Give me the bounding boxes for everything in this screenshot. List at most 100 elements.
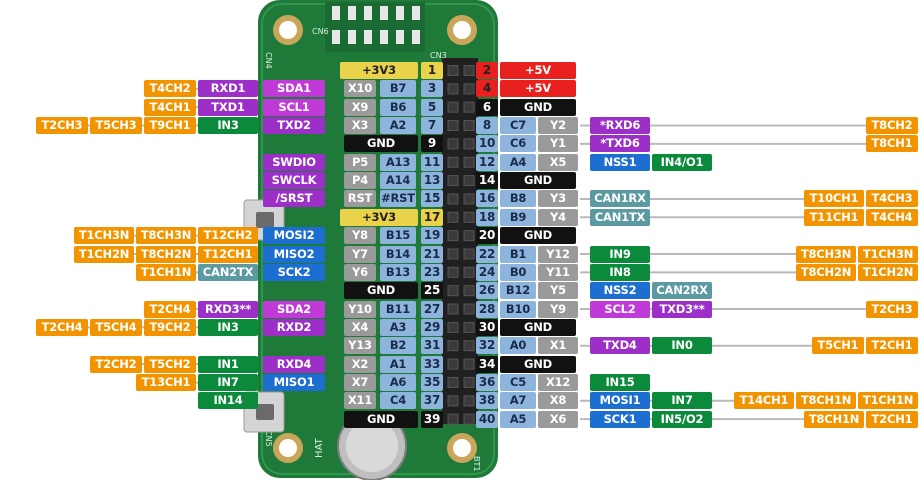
onboard-label: B15 (380, 227, 416, 245)
header-pin (463, 65, 475, 76)
function-label: T8CH2 (866, 117, 918, 135)
function-label: T8CH3N (136, 227, 196, 245)
onboard-label: A7 (500, 392, 536, 410)
coin-cell-icon (337, 411, 407, 480)
header-pin (463, 83, 475, 95)
pin-number-7: 7 (421, 117, 443, 135)
header-pin (463, 376, 475, 388)
onboard-label: X5 (538, 153, 578, 171)
pin-number-9: 9 (421, 135, 443, 153)
onboard-label: A6 (380, 373, 416, 391)
onboard-label: X12 (538, 373, 578, 391)
header-pin (463, 101, 475, 113)
onboard-label: Y3 (538, 190, 578, 208)
onboard-label: X6 (538, 410, 578, 428)
onboard-label: GND (500, 318, 576, 336)
onboard-label: X9 (344, 98, 376, 116)
silkscreen-cn3: CN3 (430, 51, 447, 60)
header-pin (463, 156, 475, 168)
header-pin (447, 303, 459, 315)
onboard-label: B11 (380, 300, 416, 318)
header-pin (447, 248, 459, 260)
header-pin (447, 120, 459, 132)
header-pin (463, 193, 475, 205)
header-pin (463, 230, 475, 242)
pin-number-18: 18 (476, 208, 498, 226)
onboard-label: GND (500, 98, 576, 116)
onboard-label: Y9 (538, 300, 578, 318)
onboard-label: /SRST (263, 190, 325, 208)
pin-number-35: 35 (421, 373, 443, 391)
function-label: T8CH2N (136, 245, 196, 263)
function-label: CAN1RX (590, 190, 650, 208)
function-label: T11CH1 (804, 208, 864, 226)
pin-number-25: 25 (421, 282, 443, 300)
pin-number-33: 33 (421, 355, 443, 373)
onboard-label: B2 (380, 337, 416, 355)
function-label: IN3 (198, 117, 258, 135)
onboard-label: Y1 (538, 135, 578, 153)
onboard-label: #RST (380, 190, 416, 208)
function-label: T8CH1N (804, 410, 864, 428)
onboard-label: B8 (500, 190, 536, 208)
function-label: T4CH1 (144, 98, 196, 116)
function-label: T4CH3 (866, 190, 918, 208)
onboard-label: Y11 (538, 263, 578, 281)
onboard-label: Y8 (344, 227, 376, 245)
onboard-label: X7 (344, 373, 376, 391)
pin-number-19: 19 (421, 227, 443, 245)
pin-number-30: 30 (476, 318, 498, 336)
function-label: T8CH1N (796, 392, 856, 410)
function-label: T2CH3 (36, 117, 88, 135)
header-pin (447, 175, 459, 187)
header-pin (447, 376, 459, 388)
onboard-label: +3V3 (340, 208, 418, 226)
pin-number-21: 21 (421, 245, 443, 263)
header-pin (463, 138, 475, 150)
onboard-label: Y13 (344, 337, 376, 355)
onboard-label: SWDIO (263, 153, 325, 171)
pin-number-13: 13 (421, 172, 443, 190)
silkscreen-cn6: CN6 (312, 27, 329, 36)
function-label: TXD3** (652, 300, 712, 318)
function-label: IN9 (590, 245, 650, 263)
onboard-label: X1 (538, 337, 578, 355)
onboard-label: SWCLK (263, 172, 325, 190)
function-label: SCK1 (590, 410, 650, 428)
onboard-label: RXD2 (263, 318, 325, 336)
header-pin (447, 230, 459, 242)
onboard-label: B13 (380, 263, 416, 281)
onboard-label: GND (344, 135, 418, 153)
onboard-label: B12 (500, 282, 536, 300)
pin-number-15: 15 (421, 190, 443, 208)
function-label: T8CH2N (796, 263, 856, 281)
onboard-label: X4 (344, 318, 376, 336)
onboard-label: P5 (344, 153, 376, 171)
onboard-label: A13 (380, 153, 416, 171)
pin-number-8: 8 (476, 117, 498, 135)
onboard-label: B6 (380, 98, 416, 116)
pin-number-32: 32 (476, 337, 498, 355)
pin-number-38: 38 (476, 392, 498, 410)
pin-number-1: 1 (421, 62, 443, 79)
pin-number-2: 2 (476, 62, 498, 79)
top-connector (325, 2, 425, 52)
header-pin (447, 340, 459, 352)
onboard-label: TXD2 (263, 117, 325, 135)
onboard-label: C6 (500, 135, 536, 153)
pin-number-12: 12 (476, 153, 498, 171)
pin-number-16: 16 (476, 190, 498, 208)
pin-number-27: 27 (421, 300, 443, 318)
onboard-label: SDA2 (263, 300, 325, 318)
onboard-label: GND (344, 410, 418, 428)
onboard-label: Y2 (538, 117, 578, 135)
header-pin (447, 193, 459, 205)
header-pins (447, 65, 475, 425)
onboard-label: SDA1 (263, 80, 325, 98)
silkscreen-cn5: CN5 (264, 430, 273, 447)
onboard-label: B10 (500, 300, 536, 318)
header-pin (463, 211, 475, 223)
onboard-label: C7 (500, 117, 536, 135)
onboard-label: Y4 (538, 208, 578, 226)
